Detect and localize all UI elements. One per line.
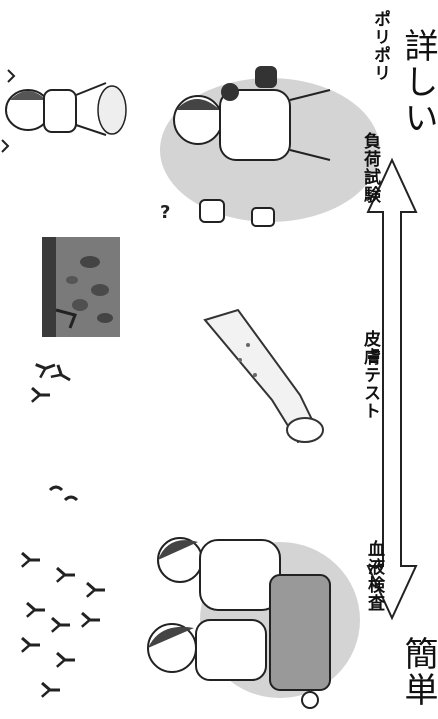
label-blood-test: 血液検査 <box>364 540 384 612</box>
label-simple: 簡単 <box>398 636 438 708</box>
arm-skin-test-icon <box>203 308 324 444</box>
double-headed-arrow <box>366 157 418 621</box>
label-detailed: 詳しい <box>398 28 438 136</box>
antibody-icon <box>20 551 107 701</box>
mother-child-icon <box>147 537 360 709</box>
label-challenge-test: 負荷試験 <box>360 132 380 204</box>
antibody-fragment-icon <box>30 356 79 502</box>
label-scratching: ポリポリ <box>370 10 390 82</box>
svg-text:?: ? <box>160 202 170 223</box>
label-skin-test: 皮膚テスト <box>360 330 380 420</box>
microscope-skin-image <box>42 237 120 337</box>
child-scratching-icon <box>1 69 127 153</box>
child-eating-icon: ? <box>160 66 380 227</box>
